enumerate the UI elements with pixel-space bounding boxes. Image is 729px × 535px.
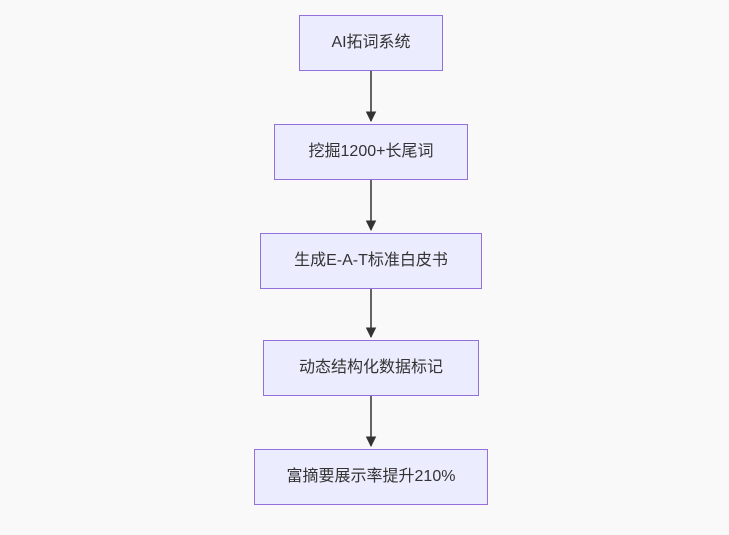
node-eat-whitepaper-generation: 生成E-A-T标准白皮书 bbox=[260, 233, 482, 289]
node-longtail-keyword-mining: 挖掘1200+长尾词 bbox=[274, 124, 468, 180]
node-dynamic-structured-data-markup: 动态结构化数据标记 bbox=[263, 340, 479, 396]
node-label: 富摘要展示率提升210% bbox=[286, 468, 456, 486]
node-label: 挖掘1200+长尾词 bbox=[308, 143, 434, 161]
node-label: 生成E-A-T标准白皮书 bbox=[294, 252, 448, 270]
node-label: AI拓词系统 bbox=[331, 34, 411, 52]
node-label: 动态结构化数据标记 bbox=[298, 359, 443, 377]
node-rich-snippet-rate-increase: 富摘要展示率提升210% bbox=[254, 449, 488, 505]
node-ai-word-expansion-system: AI拓词系统 bbox=[299, 15, 443, 71]
